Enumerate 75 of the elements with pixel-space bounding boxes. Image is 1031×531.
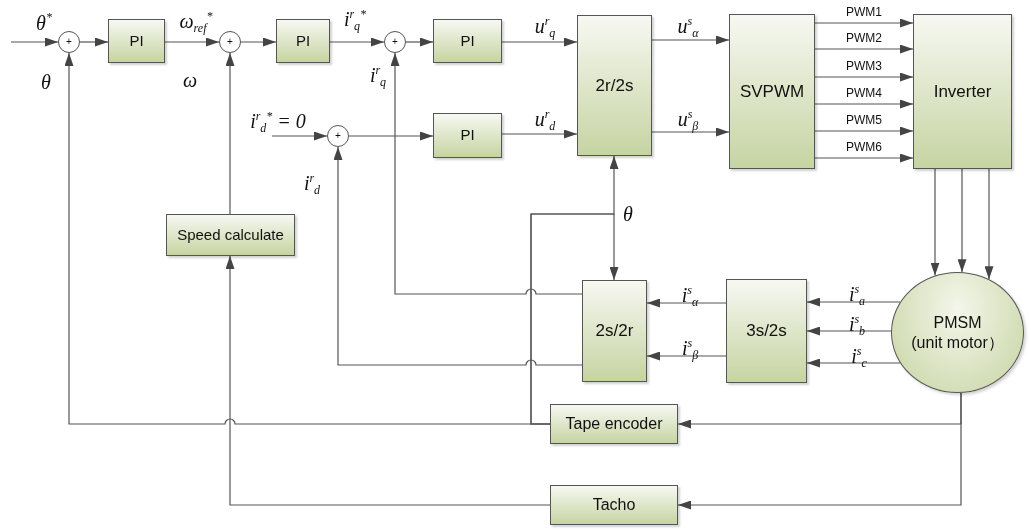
sum-sign: + (227, 37, 233, 47)
arrow (164, 37, 220, 47)
arrow (501, 37, 578, 47)
edge-label: PWM6 (846, 141, 882, 153)
edge-label: θ$^{*}$ (36, 11, 52, 33)
block-label: SVPWM (739, 80, 805, 103)
block-label: Inverter (933, 80, 992, 103)
motor-label: PMSM (unit motor） (911, 312, 1004, 353)
edge-label: ω (182, 70, 198, 90)
process-box (166, 214, 295, 256)
block-label: PI (129, 31, 144, 51)
edge-label: PWM2 (846, 32, 882, 44)
arrow (814, 44, 914, 54)
arrow (677, 392, 962, 510)
edge-label: PWM1 (846, 6, 882, 18)
block-label: PI (295, 31, 311, 51)
process-box (582, 280, 647, 382)
arrow (814, 18, 914, 28)
arrow (814, 126, 914, 136)
process-box (276, 19, 330, 63)
arrow (329, 37, 385, 47)
process-box (913, 14, 1012, 169)
summing-junction (384, 31, 406, 53)
block-label: PI (460, 31, 475, 51)
process-box (726, 279, 807, 383)
arrow (271, 131, 328, 141)
arrow (651, 127, 730, 137)
summing-junction (219, 31, 241, 53)
edge-label: PWM3 (846, 60, 882, 72)
arrow (348, 131, 434, 141)
block-label: Speed calculate (177, 225, 284, 245)
edge-label: θ (41, 72, 51, 92)
summing-junction (58, 31, 80, 53)
process-box (550, 404, 678, 444)
arrow (957, 168, 967, 273)
arrow (814, 153, 914, 163)
edge-label: θ (623, 204, 633, 224)
arrow (501, 129, 578, 139)
process-box (433, 113, 502, 158)
arrow (225, 52, 235, 215)
arrow (225, 255, 551, 506)
arrow (814, 72, 914, 82)
summing-junction (327, 125, 349, 147)
block-label: 2r/2s (595, 74, 634, 97)
sum-sign: + (335, 131, 341, 141)
edge-label: PWM5 (846, 114, 882, 126)
arrow (651, 35, 730, 45)
arrow (240, 37, 277, 47)
process-box (729, 14, 815, 169)
edge-label: PWM4 (846, 87, 882, 99)
process-box (550, 485, 678, 525)
arrow (530, 155, 619, 425)
block-label: Tape encoder (565, 414, 663, 434)
process-box (433, 19, 502, 63)
sum-sign: + (392, 37, 398, 47)
block-label: Tacho (592, 495, 636, 515)
block-label: 3s/2s (746, 320, 787, 342)
arrow (390, 52, 583, 295)
arrow (930, 168, 940, 277)
process-box (577, 15, 652, 156)
arrow (10, 37, 59, 47)
sum-sign: + (66, 37, 72, 47)
arrow (984, 168, 994, 280)
arrow (646, 351, 727, 361)
arrow (814, 99, 914, 109)
arrow (333, 146, 583, 366)
process-box (108, 19, 165, 63)
arrow (806, 358, 901, 368)
arrow (806, 297, 901, 307)
arrow (646, 298, 727, 308)
block-label: PI (460, 126, 475, 145)
arrow (405, 37, 434, 47)
arrow (79, 37, 109, 47)
block-label: 2s/2r (595, 320, 634, 342)
arrow (806, 326, 892, 336)
